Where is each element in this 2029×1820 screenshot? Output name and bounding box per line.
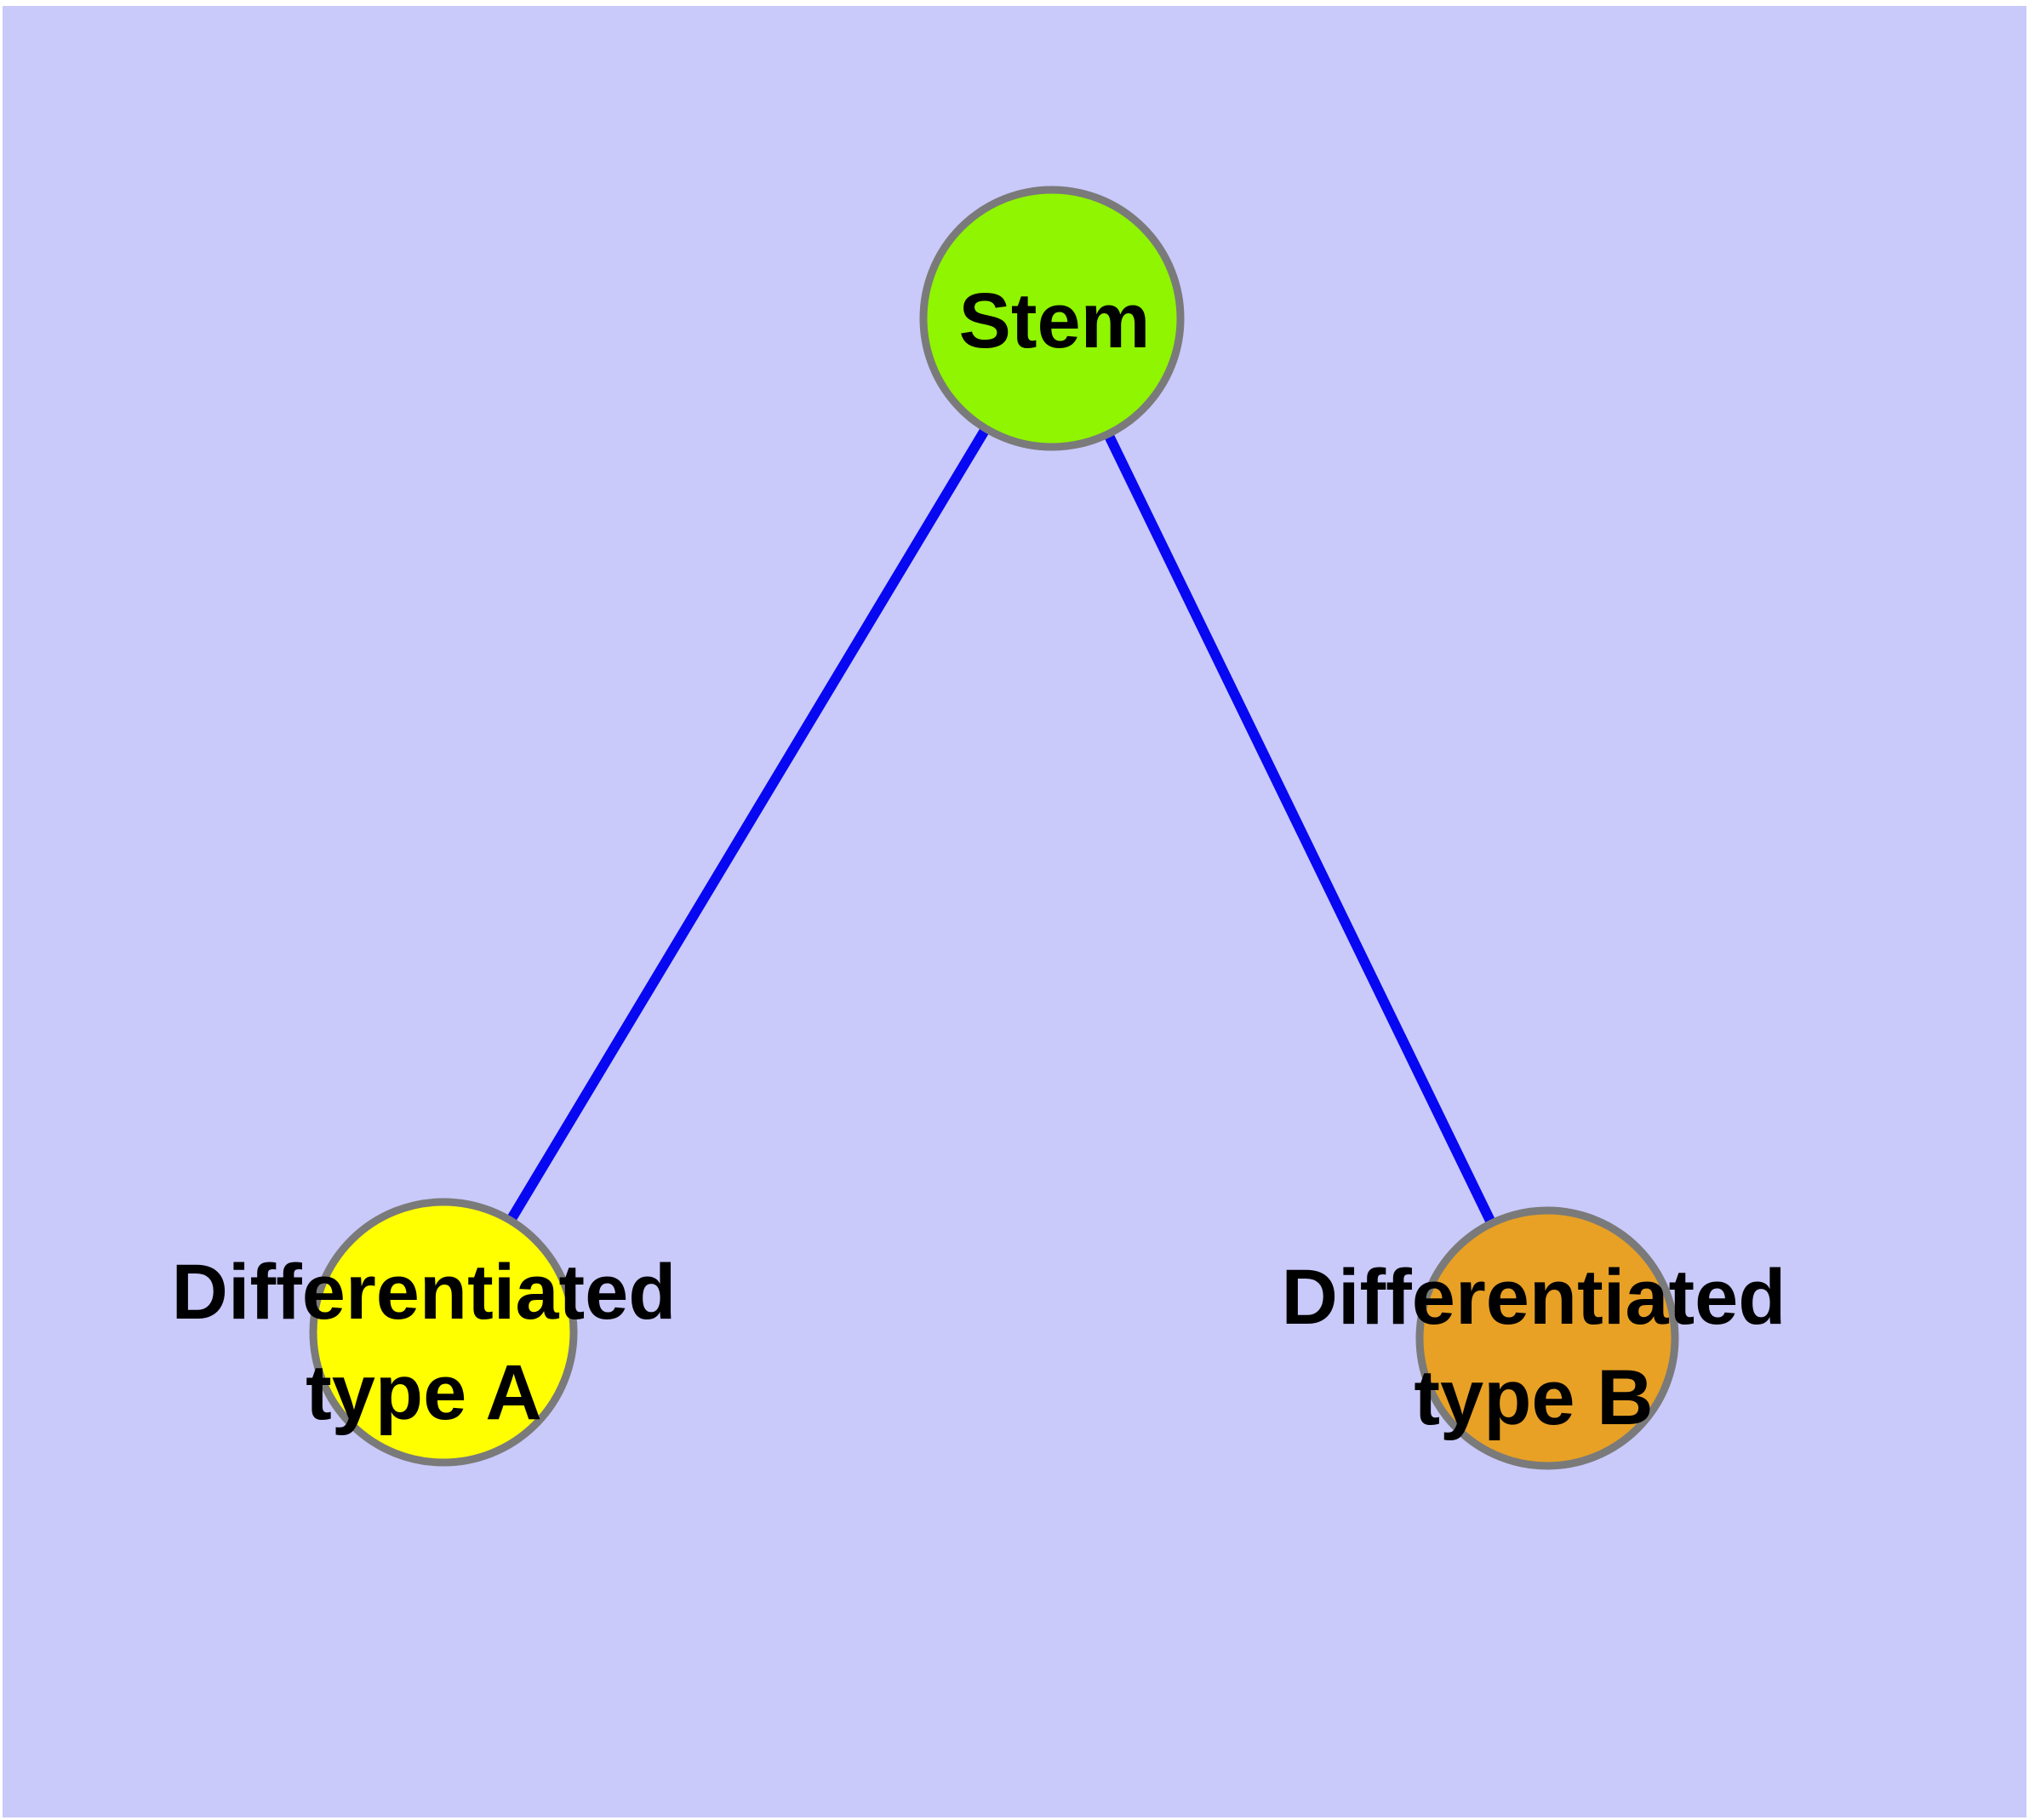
node-type-a-label-line1: Differentiated (172, 1249, 677, 1336)
node-type-b-label-line1: Differentiated (1282, 1254, 1786, 1341)
edge-stem-to-type-a (438, 315, 1057, 1336)
node-differentiated-type-a (309, 1198, 578, 1467)
edge-stem-to-type-b (1047, 316, 1552, 1341)
node-type-a-label-line2: type A (306, 1349, 542, 1436)
node-stem (919, 186, 1185, 451)
node-type-b-label-line2: type B (1414, 1354, 1653, 1441)
node-differentiated-type-b (1415, 1206, 1679, 1470)
node-stem-label: Stem (959, 278, 1151, 364)
